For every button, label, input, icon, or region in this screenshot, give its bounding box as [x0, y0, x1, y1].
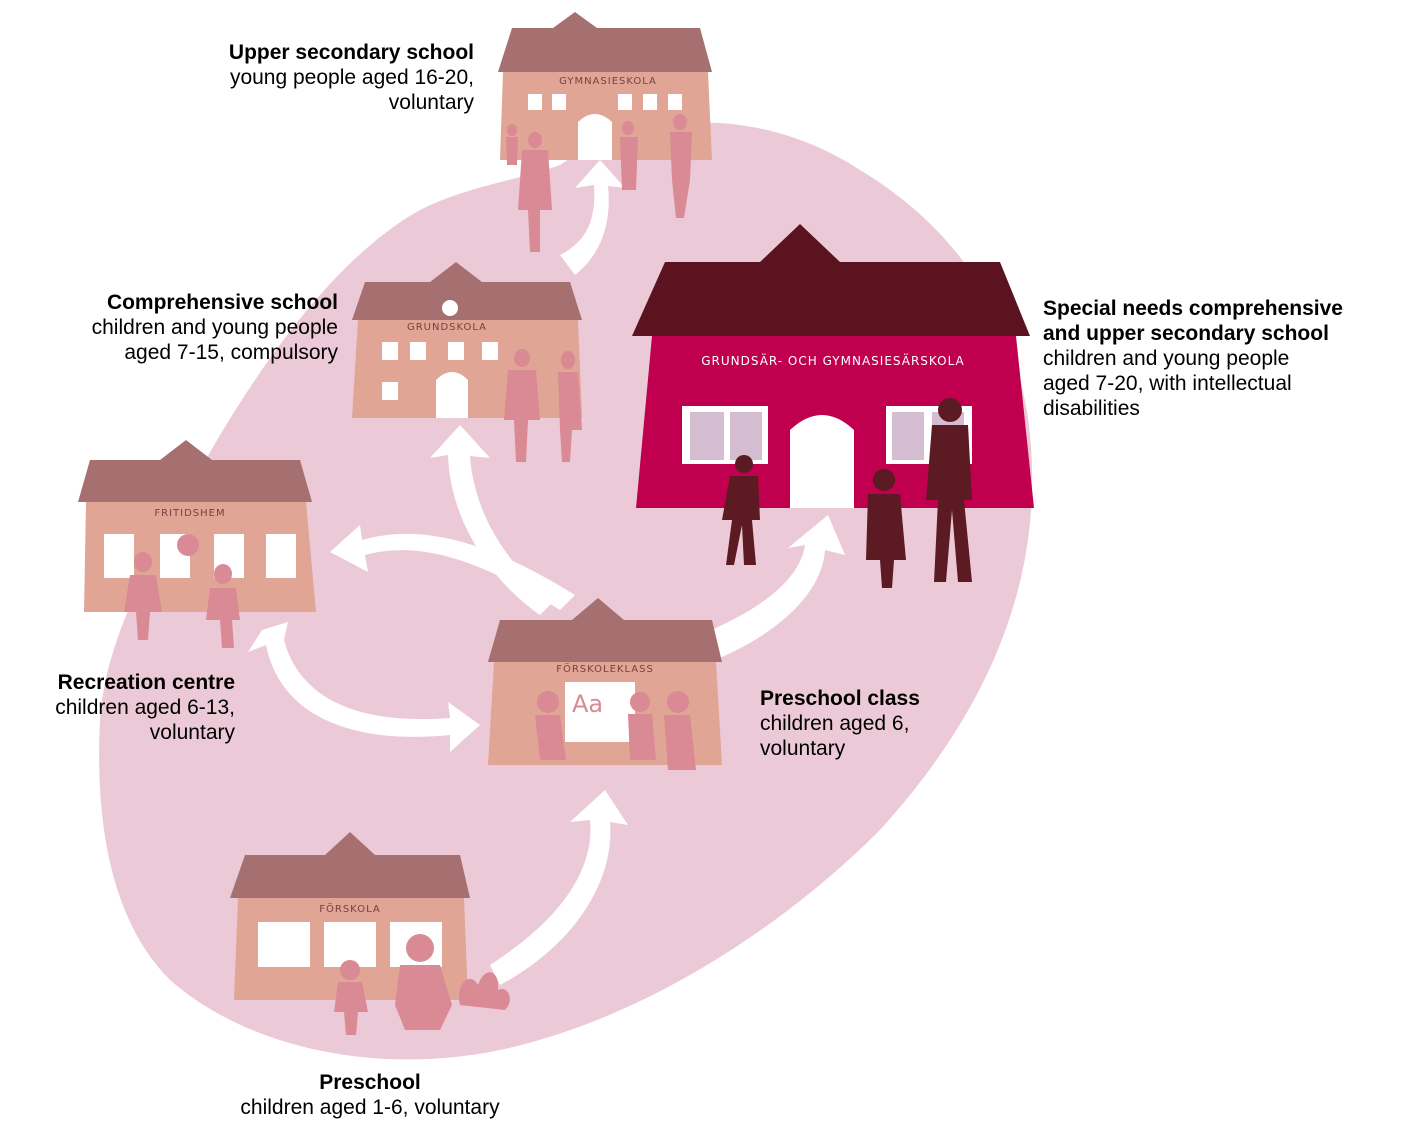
arrow-comprehensive-to-upper — [560, 160, 625, 275]
label-preschool-class-desc: children aged 6, voluntary — [760, 712, 910, 760]
label-upper-secondary-desc: young people aged 16-20, voluntary — [229, 66, 474, 114]
sign-grundskola: GRUNDSKOLA — [406, 322, 488, 333]
label-special-needs-desc: children and young people aged 7-20, wit… — [1043, 347, 1292, 420]
label-comprehensive-desc: children and young people aged 7-15, com… — [91, 316, 338, 364]
arrow-preschool-to-class — [490, 790, 628, 985]
building-sarskola — [632, 224, 1034, 588]
building-fritidshem — [78, 440, 316, 648]
label-recreation-desc: children aged 6-13, voluntary — [55, 696, 235, 744]
sign-forskoleklass: FÖRSKOLEKLASS — [556, 664, 654, 675]
sign-fritidshem: FRITIDSHEM — [154, 508, 226, 519]
label-preschool-title: Preschool — [319, 1071, 421, 1094]
label-upper-secondary-title: Upper secondary school — [228, 41, 474, 64]
arrow-class-to-comprehensive — [430, 425, 555, 615]
label-preschool-class-title: Preschool class — [760, 687, 920, 710]
label-upper-secondary: Upper secondary school young people aged… — [120, 40, 474, 115]
building-forskoleklass: Aa — [488, 598, 722, 770]
board-text: Aa — [572, 690, 603, 718]
label-comprehensive-title: Comprehensive school — [106, 291, 338, 314]
arrows — [248, 160, 845, 985]
label-comprehensive: Comprehensive school children and young … — [20, 290, 338, 365]
building-forskola — [230, 832, 510, 1035]
arrow-class-to-special — [700, 515, 845, 660]
label-preschool-desc: children aged 1-6, voluntary — [240, 1096, 500, 1119]
label-special-needs-title: Special needs comprehensive and upper se… — [1043, 297, 1343, 345]
label-recreation: Recreation centre children aged 6-13, vo… — [4, 670, 235, 745]
building-grundskola — [352, 262, 582, 462]
arrow-to-recreation — [330, 525, 575, 610]
label-special-needs: Special needs comprehensive and upper se… — [1043, 296, 1403, 421]
arrow-recreation-class — [248, 622, 480, 752]
label-preschool-class: Preschool class children aged 6, volunta… — [760, 686, 1020, 761]
building-gymnasieskola — [498, 12, 712, 252]
sign-forskola: FÖRSKOLA — [319, 904, 381, 915]
label-recreation-title: Recreation centre — [57, 671, 235, 694]
label-preschool: Preschool children aged 1-6, voluntary — [180, 1070, 560, 1120]
sign-gymnasieskola: GYMNASIESKOLA — [559, 76, 657, 87]
sign-sarskola: GRUNDSÄR- OCH GYMNASIESÄRSKOLA — [701, 354, 965, 368]
